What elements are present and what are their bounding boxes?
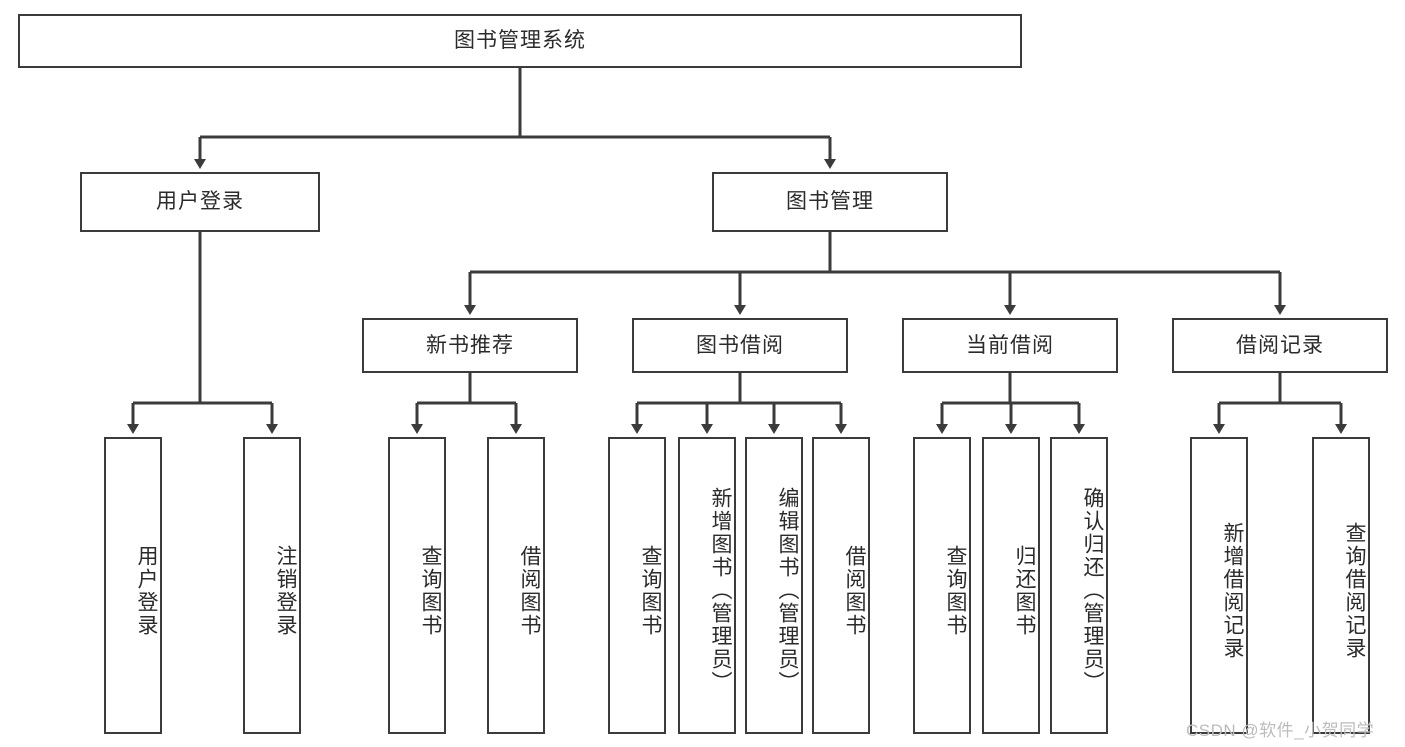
node-current-borrow[interactable]: 当前借阅 <box>902 318 1118 373</box>
leaf-confirm-return-admin[interactable]: 确认归还（管理员） <box>1050 437 1108 734</box>
leaf-edit-book-admin[interactable]: 编辑图书（管理员） <box>745 437 803 734</box>
leaf-logout[interactable]: 注销登录 <box>243 437 301 734</box>
node-book-borrow[interactable]: 图书借阅 <box>632 318 848 373</box>
node-user-login-label: 用户登录 <box>156 190 244 214</box>
node-book-management-label: 图书管理 <box>786 190 874 214</box>
leaf-borrow-book[interactable]: 借阅图书 <box>812 437 870 734</box>
leaf-label: 查询借阅记录 <box>1343 521 1366 660</box>
node-new-book-recommend-label: 新书推荐 <box>426 333 514 357</box>
watermark: CSDN @软件_小贺同学 <box>1186 721 1375 740</box>
node-root[interactable]: 图书管理系统 <box>18 14 1022 68</box>
node-root-label: 图书管理系统 <box>454 29 586 53</box>
leaf-query-book-borrow[interactable]: 查询图书 <box>608 437 666 734</box>
leaf-return-book[interactable]: 归还图书 <box>982 437 1040 734</box>
leaf-query-borrow-record[interactable]: 查询借阅记录 <box>1312 437 1370 734</box>
node-user-login[interactable]: 用户登录 <box>80 172 320 232</box>
leaf-label: 查询图书 <box>419 544 442 637</box>
leaf-add-book-admin[interactable]: 新增图书（管理员） <box>678 437 736 734</box>
node-new-book-recommend[interactable]: 新书推荐 <box>362 318 578 373</box>
leaf-query-book-recommend[interactable]: 查询图书 <box>388 437 446 734</box>
node-book-borrow-label: 图书借阅 <box>696 333 784 357</box>
leaf-borrow-book-recommend[interactable]: 借阅图书 <box>487 437 545 734</box>
node-current-borrow-label: 当前借阅 <box>966 333 1054 357</box>
leaf-user-login[interactable]: 用户登录 <box>104 437 162 734</box>
node-borrow-record[interactable]: 借阅记录 <box>1172 318 1388 373</box>
leaf-label: 新增图书（管理员） <box>709 487 732 694</box>
node-borrow-record-label: 借阅记录 <box>1236 333 1324 357</box>
leaf-label: 查询图书 <box>944 544 967 637</box>
leaf-label: 注销登录 <box>274 544 297 637</box>
leaf-query-book-current[interactable]: 查询图书 <box>913 437 971 734</box>
node-book-management[interactable]: 图书管理 <box>712 172 948 232</box>
leaf-label: 借阅图书 <box>843 544 866 637</box>
leaf-label: 编辑图书（管理员） <box>776 487 799 694</box>
leaf-label: 借阅图书 <box>518 544 541 637</box>
leaf-label: 归还图书 <box>1013 544 1036 637</box>
leaf-label: 查询图书 <box>639 544 662 637</box>
leaf-add-borrow-record[interactable]: 新增借阅记录 <box>1190 437 1248 734</box>
leaf-label: 用户登录 <box>135 544 158 637</box>
leaf-label: 新增借阅记录 <box>1221 521 1244 660</box>
leaf-label: 确认归还（管理员） <box>1081 487 1104 694</box>
